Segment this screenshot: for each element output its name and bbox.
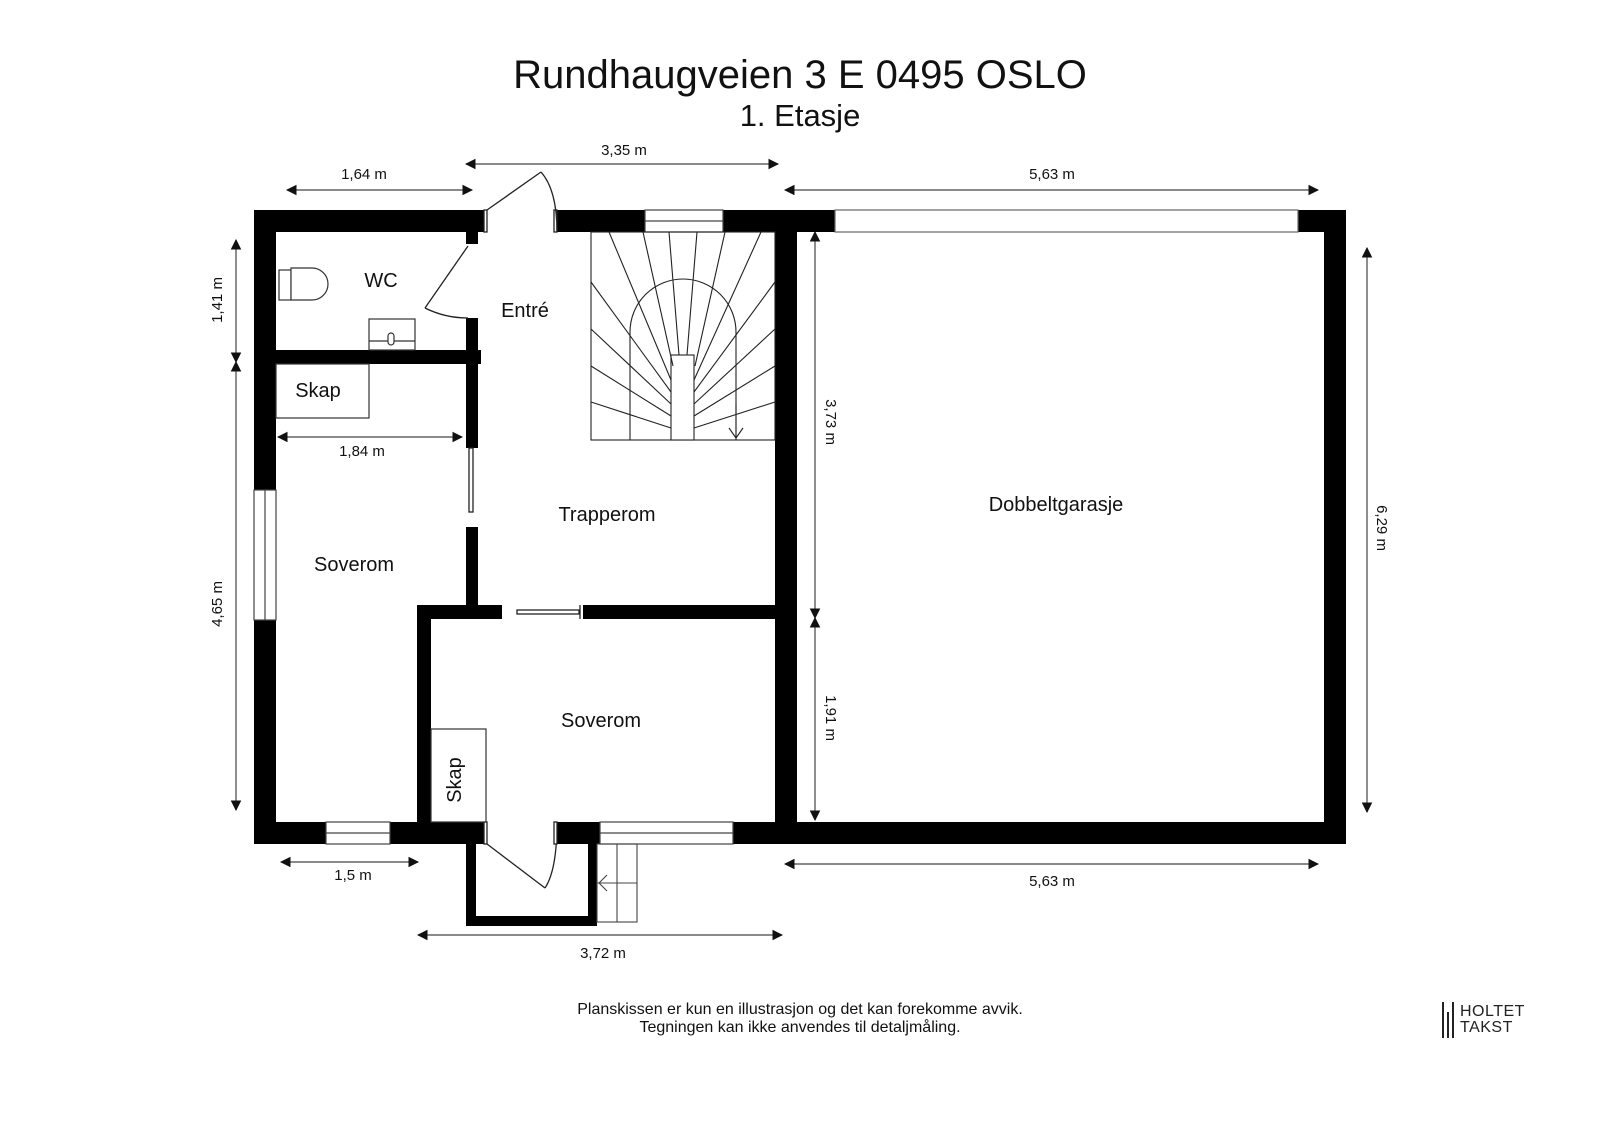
closet-bottom (430, 728, 487, 823)
dimension-lines (230, 158, 1373, 941)
disclaimer-line-1: Planskissen er kun en illustrasjon og de… (577, 1001, 1023, 1018)
disclaimer-line-2: Tegningen kan ikke anvendes til detaljmå… (639, 1019, 961, 1036)
room-wc: WC (364, 270, 397, 292)
dim-bottom-mid: 3,72 m (580, 945, 626, 962)
dim-top-left: 1,64 m (341, 166, 387, 183)
dim-bottom-left: 1,5 m (334, 867, 372, 884)
walls (254, 210, 1346, 926)
room-soverom-bottom: Soverom (561, 710, 641, 732)
dim-left-lower: 4,65 m (209, 581, 226, 627)
dim-garage-lower: 1,91 m (822, 695, 839, 741)
room-skap-bottom: Skap (444, 757, 466, 803)
dim-top-mid: 3,35 m (601, 142, 647, 159)
dim-bottom-right: 5,63 m (1029, 873, 1075, 890)
logo-line-1: HOLTET (1460, 1003, 1525, 1020)
dim-right-height: 6,29 m (1373, 505, 1390, 551)
staircase (590, 231, 776, 441)
dim-top-right: 5,63 m (1029, 166, 1075, 183)
floor-label: 1. Etasje (739, 98, 861, 133)
logo-line-2: TAKST (1460, 1019, 1513, 1036)
outdoor-steps (596, 843, 638, 923)
sink-icon (368, 318, 416, 351)
logo-bars-icon (1442, 1002, 1454, 1038)
room-skap-top: Skap (295, 380, 341, 402)
plan-title: Rundhaugveien 3 E 0495 OSLO (513, 53, 1087, 97)
fixtures (275, 267, 487, 823)
room-labels: WC Entré Skap Trapperom Soverom Soverom … (295, 270, 1123, 803)
closet-top (275, 363, 370, 419)
toilet-icon (278, 267, 329, 301)
dimension-labels: 1,64 m 3,35 m 5,63 m 1,41 m 4,65 m 1,84 … (209, 142, 1390, 962)
room-dobbeltgarasje: Dobbeltgarasje (989, 494, 1124, 516)
disclaimer: Planskissen er kun en illustrasjon og de… (0, 1001, 1600, 1037)
dim-left-upper: 1,41 m (209, 277, 226, 323)
windows (253, 209, 1299, 845)
dim-inner-width: 1,84 m (339, 443, 385, 460)
room-soverom-left: Soverom (314, 554, 394, 576)
dim-garage-upper: 3,73 m (822, 399, 839, 445)
room-trapperom: Trapperom (558, 504, 655, 526)
room-entre: Entré (501, 300, 549, 322)
holtet-takst-logo: HOLTET TAKST (1442, 1002, 1525, 1038)
